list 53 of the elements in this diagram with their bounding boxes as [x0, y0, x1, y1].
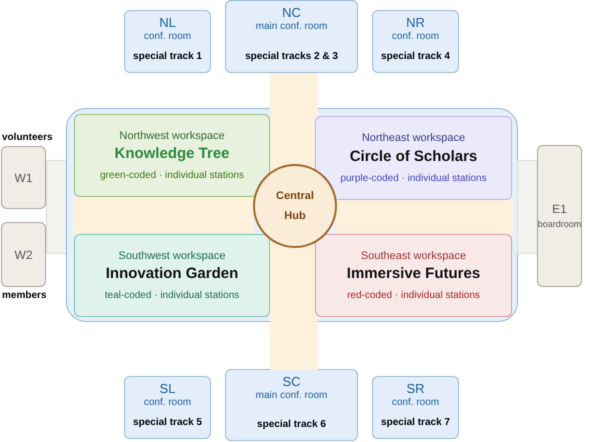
zone-description: teal-coded · individual stations — [104, 289, 240, 304]
room-type: boardroom — [538, 218, 582, 232]
track-label: special track 6 — [257, 418, 326, 432]
workspace-zone — [315, 234, 512, 317]
zone-title: Innovation Garden — [106, 264, 238, 284]
track-label: special track 4 — [381, 50, 450, 64]
zone-title: Circle of Scholars — [350, 146, 478, 167]
zone-heading: Northeast workspace — [362, 131, 466, 146]
room-type: conf. room — [144, 31, 192, 43]
passage — [46, 160, 67, 254]
room-type: conf. room — [392, 31, 440, 43]
room-code: NC — [282, 5, 301, 21]
room-code: SR — [406, 381, 425, 397]
zone-title: Immersive Futures — [346, 264, 480, 284]
zone-description: purple-coded · individual stations — [340, 172, 487, 186]
corridor — [336, 197, 513, 233]
room-label: volunteers — [2, 131, 53, 145]
zone-description: green-coded · individual stations — [100, 169, 244, 184]
workspace-zone — [315, 116, 512, 200]
workspace-zone — [74, 114, 270, 197]
track-label: special track 7 — [381, 416, 450, 430]
zone-title: Knowledge Tree — [114, 144, 230, 164]
zone-description: red-coded · individual stations — [347, 289, 480, 304]
room-type: conf. room — [144, 397, 192, 409]
zone-heading: Southeast workspace — [360, 248, 466, 264]
room-code: NL — [159, 15, 176, 31]
track-label: special track 5 — [133, 416, 202, 430]
room-code: E1 — [552, 201, 567, 218]
conference-room — [225, 0, 358, 73]
conference-room — [124, 376, 211, 439]
side-room — [537, 145, 582, 287]
room-code: W1 — [14, 170, 32, 186]
conference-room — [124, 10, 211, 73]
track-label: special track 1 — [133, 50, 202, 64]
zone-heading: Northwest workspace — [119, 128, 225, 144]
track-label: special tracks 2 & 3 — [245, 50, 338, 64]
room-label: members — [2, 289, 46, 303]
conference-room — [225, 369, 358, 441]
passage — [517, 160, 538, 254]
conference-room — [372, 10, 459, 73]
workspace-zone — [74, 234, 270, 317]
room-type: main conf. room — [256, 21, 328, 33]
main-hall — [66, 108, 518, 322]
room-code: SC — [282, 374, 301, 390]
room-code: SL — [160, 381, 176, 397]
zone-heading: Southwest workspace — [118, 248, 226, 264]
room-code: NR — [406, 15, 425, 31]
room-type: main conf. room — [256, 390, 328, 402]
hub-label: Central Hub — [275, 189, 315, 224]
conference-room — [372, 376, 459, 439]
room-code: W2 — [14, 246, 32, 264]
room-type: conf. room — [392, 397, 440, 409]
corridor — [73, 197, 254, 233]
